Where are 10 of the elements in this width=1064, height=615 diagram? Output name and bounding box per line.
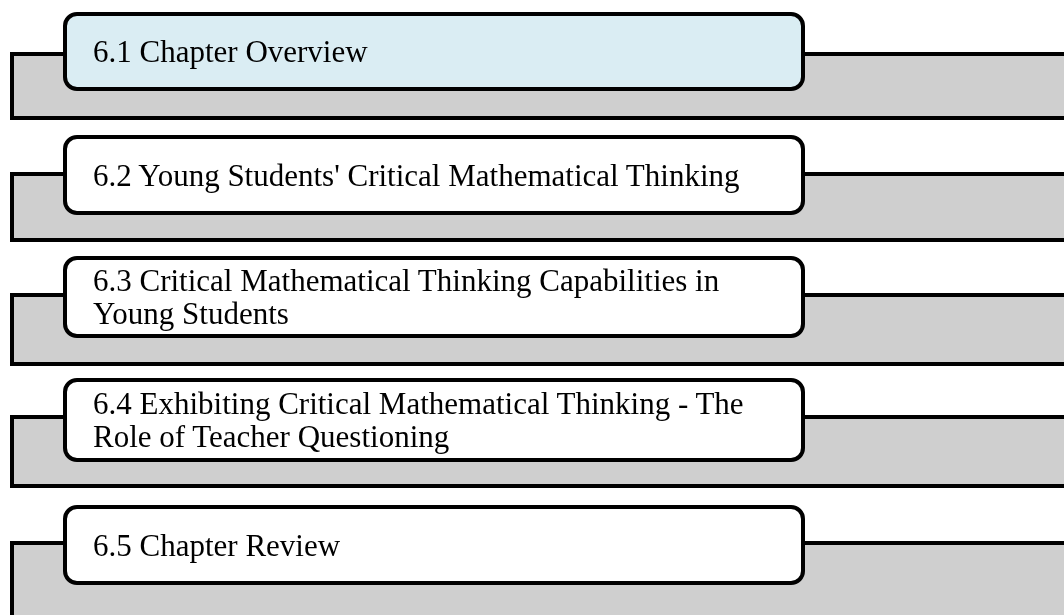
section-title: 6.4 Exhibiting Critical Mathematical Thinking - The Role of Teacher Questioning	[93, 387, 745, 453]
section-title: 6.3 Critical Mathematical Thinking Capabilities in Young Students	[93, 264, 721, 330]
section-title: 6.5 Chapter Review	[93, 528, 341, 562]
section-tab	[10, 135, 1064, 242]
section-tab	[10, 505, 1064, 615]
section-tab	[10, 12, 1064, 120]
section-title: 6.2 Young Students' Critical Mathematical Thinking	[93, 158, 740, 192]
section-title: 6.1 Chapter Overview	[93, 35, 368, 68]
section-tab	[10, 378, 1064, 488]
section-tab	[10, 256, 1064, 366]
